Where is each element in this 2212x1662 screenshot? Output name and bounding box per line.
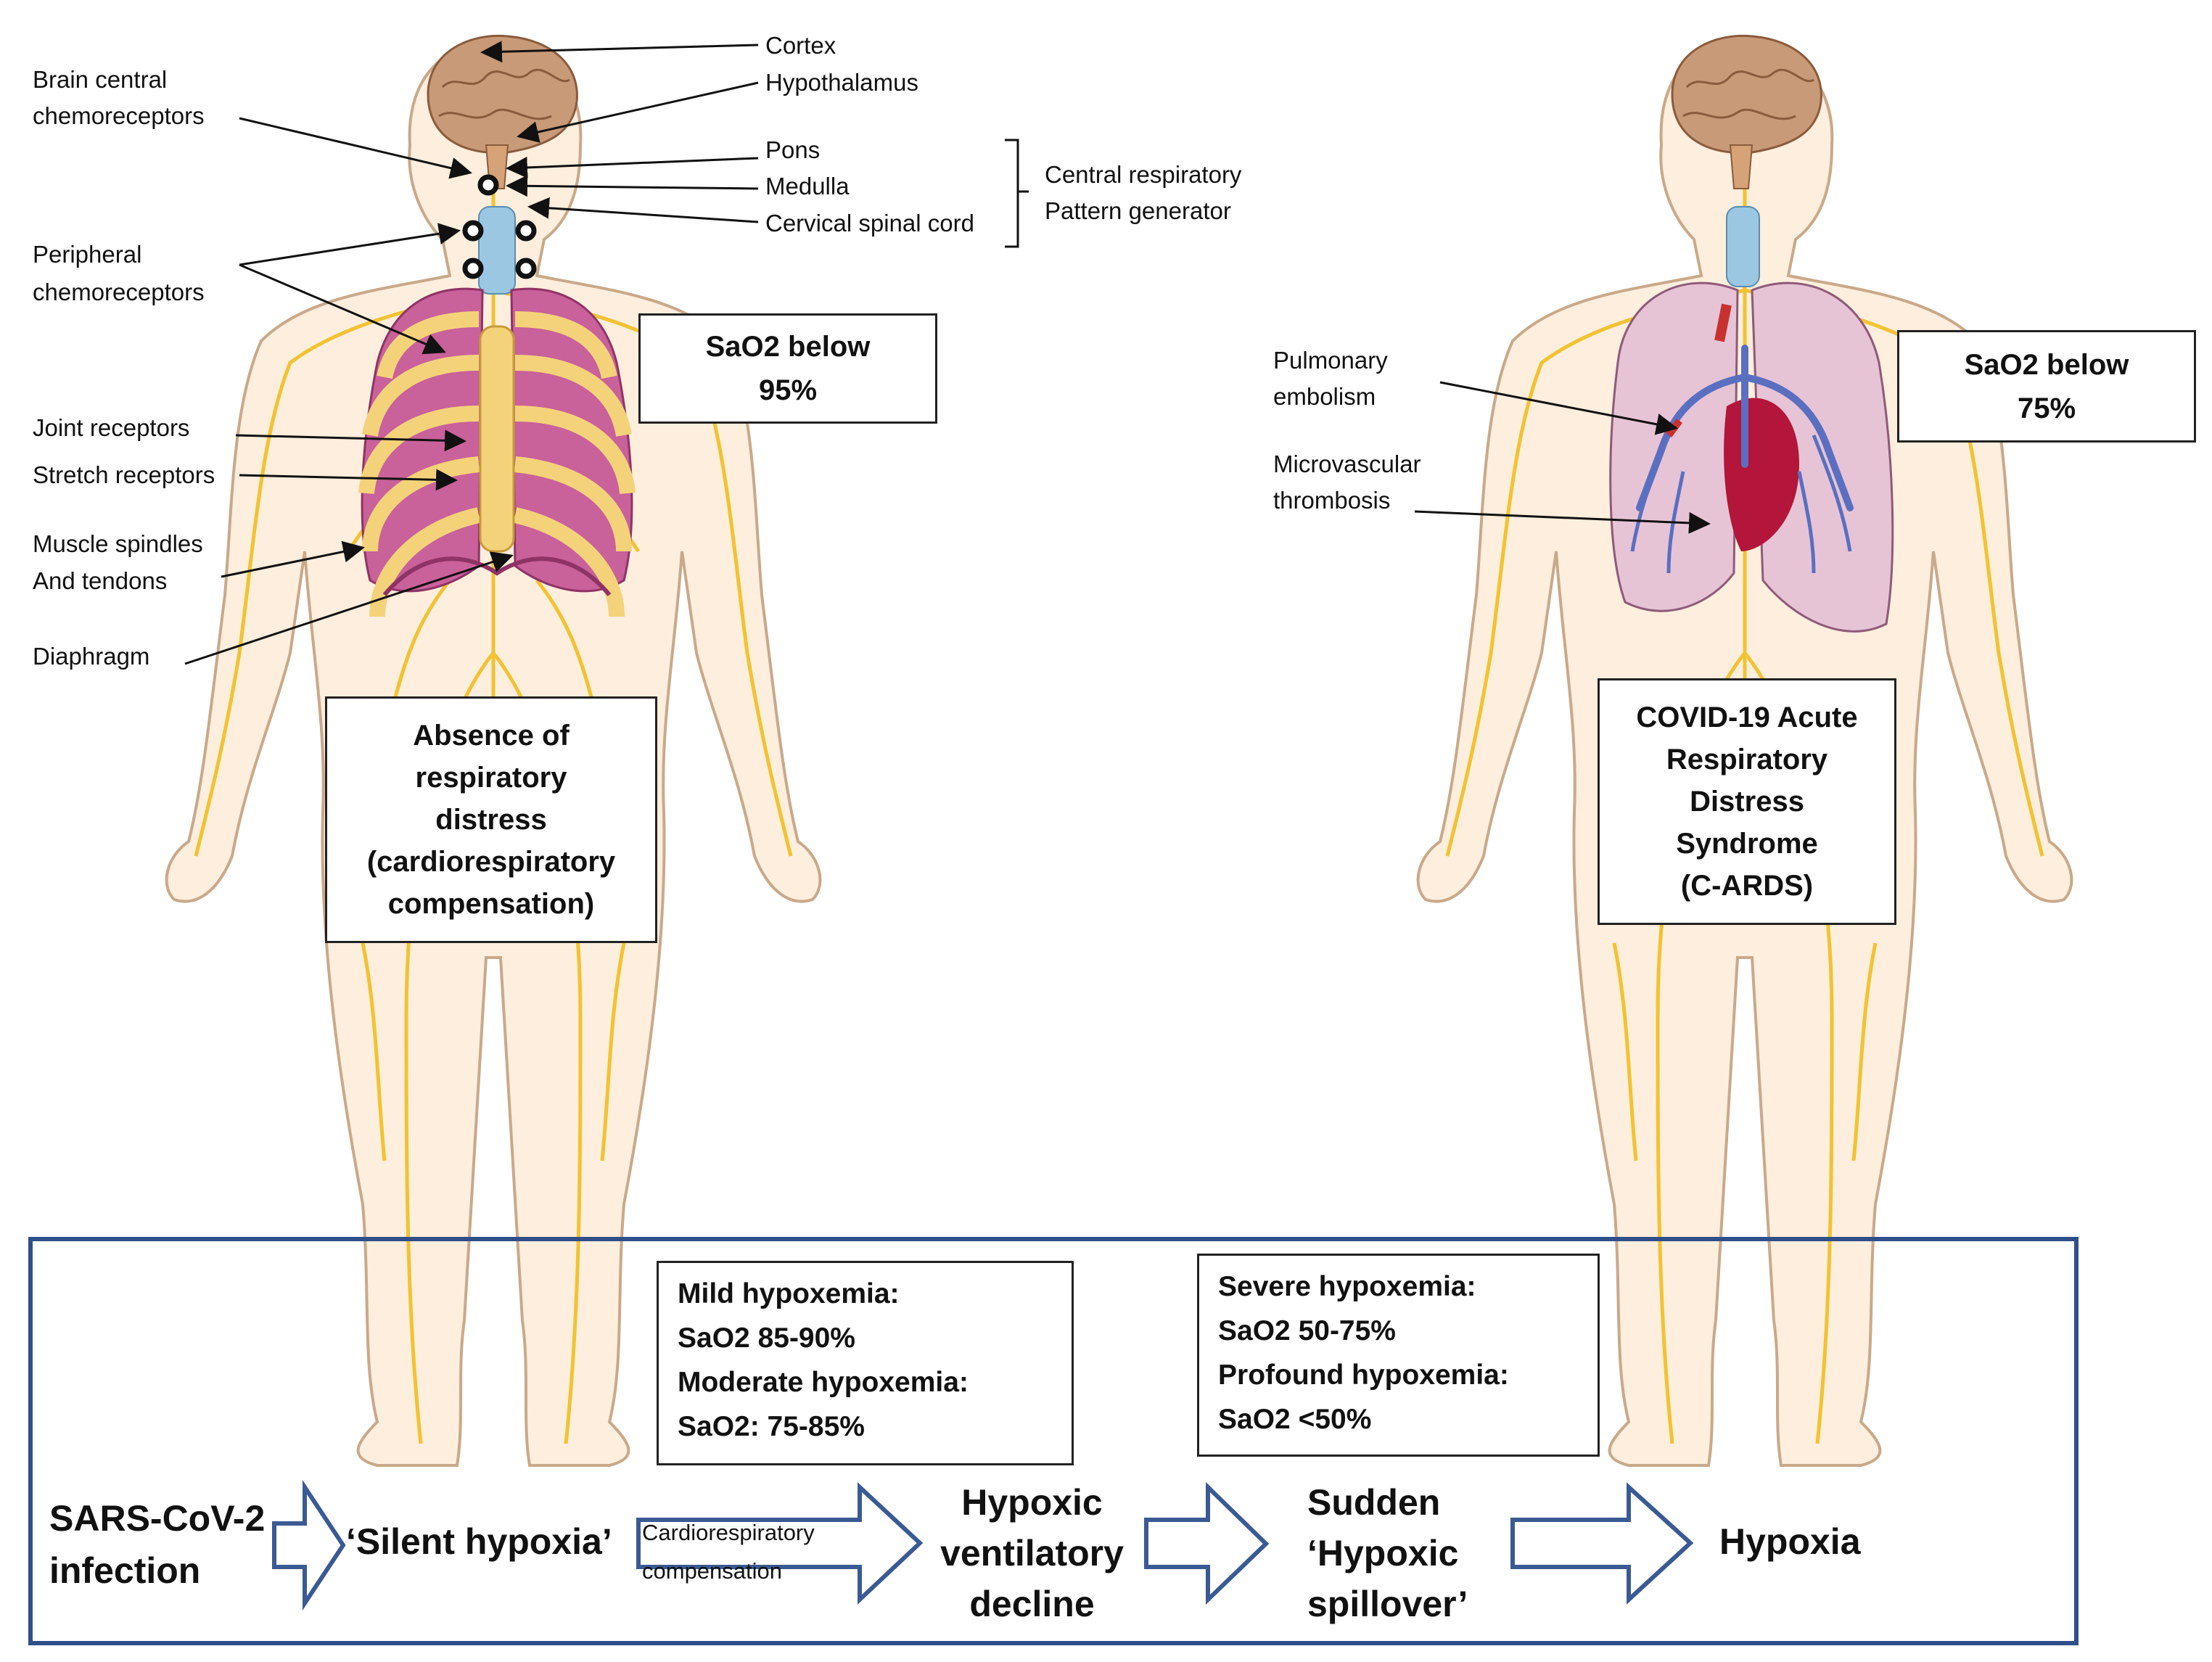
right-state-line1: COVID-19 Acute [1636,702,1858,733]
label-pe-2: embolism [1273,383,1376,410]
arrow-label-compensation-1: Cardiorespiratory [642,1520,815,1545]
stage-spillover-1: Sudden [1307,1482,1441,1523]
hypoxemia-moderate-title: Moderate hypoxemia: [678,1367,969,1398]
label-hypothalamus: Hypothalamus [765,69,918,96]
label-stretch: Stretch receptors [33,461,215,488]
label-muscle-1: Muscle spindles [33,530,203,557]
right-state-line3: Distress [1690,786,1804,818]
hypoxemia-mild-value: SaO2 85-90% [678,1322,855,1354]
stage-infection-1: SARS-CoV-2 [49,1498,266,1539]
timeline-frame [28,1237,2079,1645]
label-brain-central-2: chemoreceptors [33,102,205,129]
hypoxemia-profound-value: SaO2 <50% [1218,1404,1372,1435]
label-micro-2: thrombosis [1273,487,1391,514]
stage-spillover-3: spillover’ [1307,1584,1468,1624]
label-peripheral-2: chemoreceptors [33,279,205,305]
label-pe-1: Pulmonary [1273,347,1388,374]
left-state-line3: distress [435,804,547,836]
right-state-line4: Syndrome [1676,828,1818,860]
stage-decline-2: ventilatory [940,1533,1124,1573]
label-medulla: Medulla [765,173,850,199]
stage-decline-3: decline [969,1584,1095,1624]
stage-spillover-2: ‘Hypoxic [1307,1533,1459,1573]
label-muscle-2: And tendons [33,567,168,594]
label-micro-1: Microvascular [1273,451,1421,477]
timeline-arrows [272,1480,1694,1610]
left-pointers [184,41,759,665]
stage-decline-1: Hypoxic [961,1482,1103,1523]
right-pointers [1414,381,1711,534]
left-sao2-box: SaO2 below 95% [638,313,937,424]
left-state-line4: (cardiorespiratory [366,846,616,878]
hypoxemia-profound-title: Profound hypoxemia: [1218,1359,1509,1391]
right-sao2-line2: 75% [2017,392,2076,424]
label-pons: Pons [765,136,821,163]
right-sao2-line1: SaO2 below [1964,348,2129,381]
arrow-label-compensation-2: compensation [642,1558,783,1584]
stage-silent-hypoxia: ‘Silent hypoxia’ [346,1521,612,1562]
left-state-line1: Absence of [413,720,570,752]
hypoxemia-severe-title: Severe hypoxemia: [1218,1271,1476,1302]
hypoxemia-severe-value: SaO2 50-75% [1218,1315,1396,1346]
label-brain-central-1: Brain central [33,66,168,93]
label-cervical: Cervical spinal cord [765,210,974,236]
hypoxemia-severe-profound-box: Severe hypoxemia: SaO2 50-75% Profound h… [1197,1254,1600,1457]
left-sao2-line1: SaO2 below [705,331,871,363]
left-state-line2: respiratory [415,762,567,794]
label-cortex: Cortex [765,32,836,59]
label-cpg-1: Central respiratory [1045,161,1242,188]
hypoxemia-moderate-value: SaO2: 75-85% [678,1411,865,1442]
right-sao2-box: SaO2 below 75% [1897,330,2196,443]
left-state-line5: compensation) [387,888,595,920]
right-state-line2: Respiratory [1666,744,1828,776]
label-diaphragm: Diaphragm [33,643,150,670]
hypoxemia-mild-title: Mild hypoxemia: [678,1278,900,1309]
hypoxemia-mild-moderate-box: Mild hypoxemia: SaO2 85-90% Moderate hyp… [657,1261,1074,1465]
right-state-box: COVID-19 Acute Respiratory Distress Synd… [1598,678,1896,925]
stage-hypoxia: Hypoxia [1719,1521,1861,1562]
label-joint: Joint receptors [33,414,190,441]
stage-infection-2: infection [49,1550,201,1591]
label-cpg-2: Pattern generator [1045,197,1231,224]
left-state-box: Absence of respiratory distress (cardior… [325,696,657,943]
label-peripheral-1: Peripheral [33,241,142,268]
left-sao2-line2: 95% [758,374,818,406]
right-state-line5: (C-ARDS) [1680,870,1814,902]
